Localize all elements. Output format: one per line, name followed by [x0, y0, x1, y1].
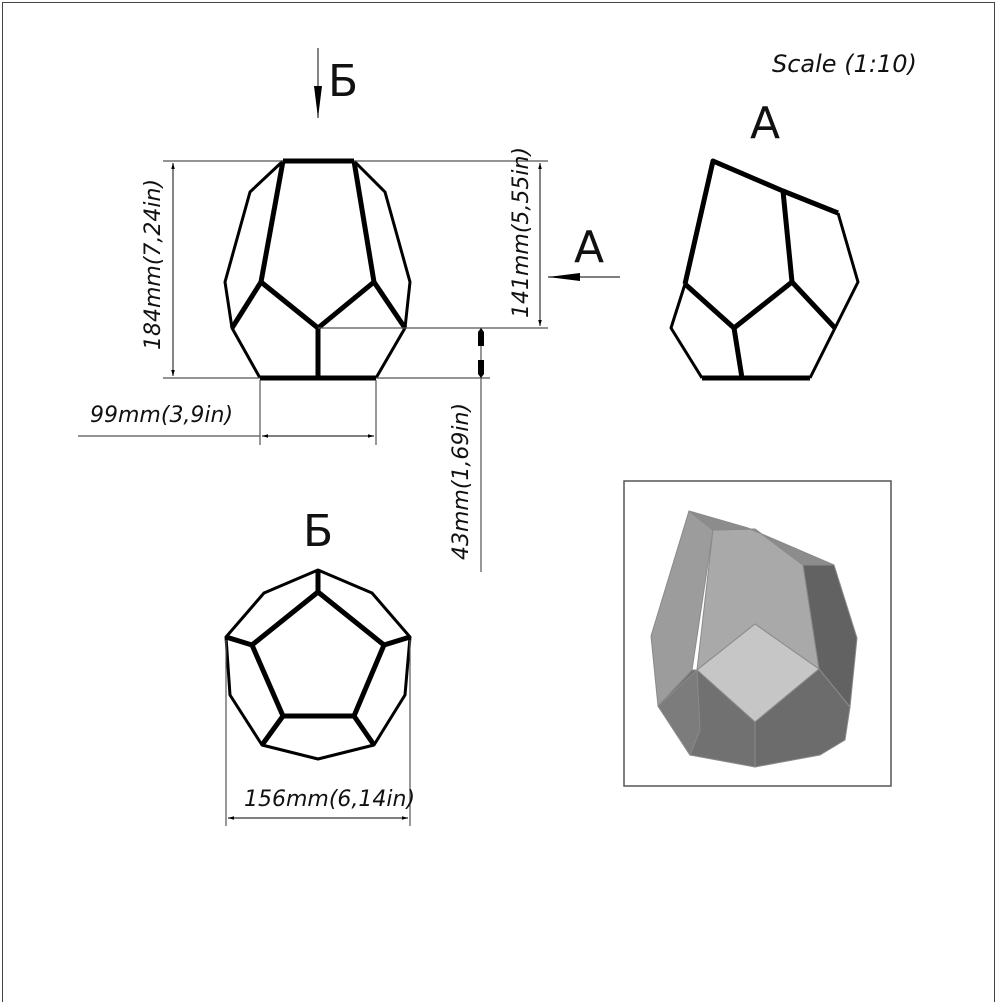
side-view-title: А	[750, 98, 780, 149]
view-a-arrow-label: А	[574, 222, 604, 273]
top-view-title: Б	[303, 506, 333, 557]
dim-total-height: 184mm(7,24in)	[141, 179, 166, 350]
front-view: Б 184mm(7,24	[78, 48, 620, 572]
dim-lower-height: 43mm(1,69in)	[449, 403, 474, 560]
render-frame	[623, 480, 892, 787]
render-3d-stone	[650, 510, 858, 768]
top-view-b: Б 156mm(6,14in)	[224, 506, 415, 826]
dim-top-view-width: 156mm(6,14in)	[244, 787, 415, 812]
view-b-arrow-icon	[314, 86, 322, 118]
view-b-arrow-label: Б	[328, 56, 358, 107]
side-view-a: А	[669, 98, 860, 381]
scale-label: Scale (1:10)	[772, 50, 917, 78]
view-a-arrow-icon	[548, 273, 580, 281]
dim-upper-height: 141mm(5,55in)	[509, 147, 534, 318]
dim-base-width: 99mm(3,9in)	[90, 403, 233, 428]
